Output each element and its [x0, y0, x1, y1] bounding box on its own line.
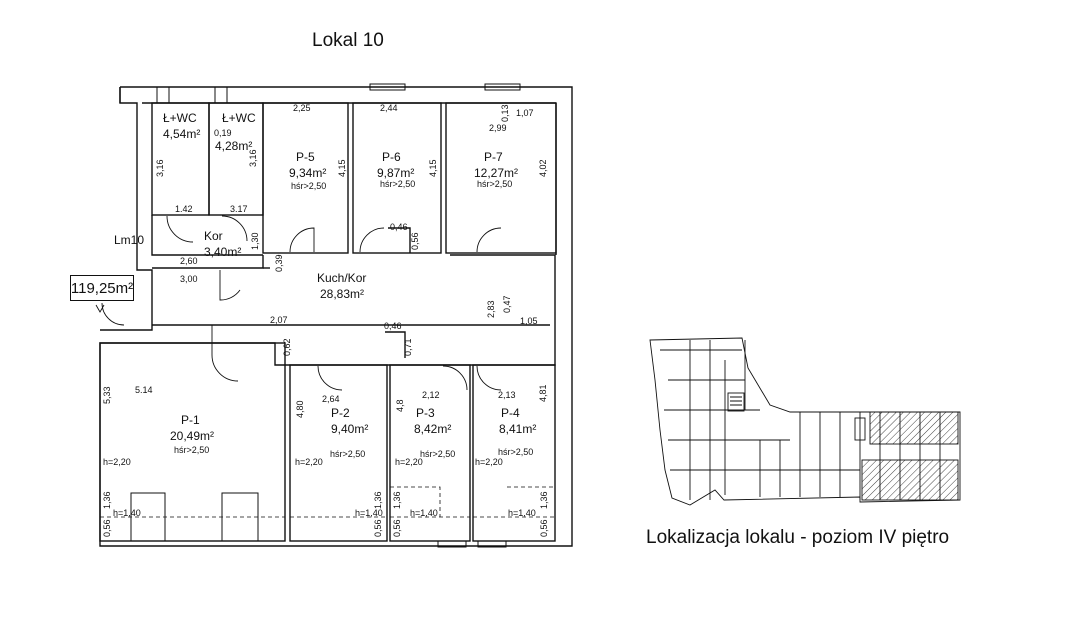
- room-height: hśr>2,50: [174, 445, 209, 455]
- dimensions-vertical: 3,16 3,16 4,15 4,15 4,02 0,13 1,30 0,39 …: [102, 104, 549, 537]
- dim-label: 1,36: [539, 491, 549, 509]
- dim-label: 2,60: [180, 256, 198, 266]
- room-name: P-3: [416, 406, 435, 420]
- room-area: 12,27m²: [474, 166, 518, 180]
- dim-label: 5,33: [102, 386, 112, 404]
- room-height: hśr>2,50: [477, 179, 512, 189]
- height-lines: [100, 486, 555, 518]
- dim-label: 1,36: [102, 491, 112, 509]
- dim-label: 4,02: [538, 159, 548, 177]
- room-name: P-5: [296, 150, 315, 164]
- dim-label: 1.42: [175, 204, 193, 214]
- dim-label: 2,25: [293, 103, 311, 113]
- room-name: P-1: [181, 413, 200, 427]
- dim-label: 0,71: [403, 338, 413, 356]
- room-height: hśr>2,50: [498, 447, 533, 457]
- height-note: h=1,40: [113, 508, 141, 518]
- walls: [99, 86, 573, 547]
- plan-title: Lokal 10: [312, 30, 384, 51]
- dim-label: 0,47: [502, 295, 512, 313]
- height-note: h=2,20: [295, 457, 323, 467]
- dim-label: 0,39: [274, 254, 284, 272]
- room-height: hśr>2,50: [330, 449, 365, 459]
- dim-label: 2,44: [380, 103, 398, 113]
- dim-label: 3,00: [180, 274, 198, 284]
- location-caption: Lokalizacja lokalu - poziom IV piętro: [646, 527, 950, 548]
- height-note: h=2,20: [475, 457, 503, 467]
- height-note: h=1,40: [410, 508, 438, 518]
- dim-label: 2,13: [498, 390, 516, 400]
- room-name: Ł+WC: [163, 111, 197, 125]
- room-name: P-6: [382, 150, 401, 164]
- dim-label: 4,15: [337, 159, 347, 177]
- unit-location-highlight: [861, 411, 959, 501]
- room-area: 28,83m²: [320, 287, 364, 301]
- unit-area-box: 119,25m²: [70, 275, 134, 301]
- height-note: h=1,40: [355, 508, 383, 518]
- height-note: h=2,20: [395, 457, 423, 467]
- dim-label: 4,81: [538, 384, 548, 402]
- dim-label: 2,83: [486, 300, 496, 318]
- dim-label: 2,07: [270, 315, 288, 325]
- location-map: [649, 337, 961, 506]
- room-height: hśr>2,50: [380, 179, 415, 189]
- dim-label: 0,56: [392, 519, 402, 537]
- dim-label: 1,07: [516, 108, 534, 118]
- dim-label: 1,36: [373, 491, 383, 509]
- height-note: h=1,40: [508, 508, 536, 518]
- dim-label: 4,15: [428, 159, 438, 177]
- room-area: 8,41m²: [499, 422, 536, 436]
- dim-label: 2,64: [322, 394, 340, 404]
- dim-label: 0,46: [384, 321, 402, 331]
- room-name: P-4: [501, 406, 520, 420]
- room-area: 9,87m²: [377, 166, 414, 180]
- room-name: Kuch/Kor: [317, 271, 366, 285]
- room-name: P-7: [484, 150, 503, 164]
- dim-label: 0,13: [500, 104, 510, 122]
- dim-label: 1,05: [520, 316, 538, 326]
- unit-label: Lm10: [114, 233, 144, 247]
- room-area: 4,28m²: [215, 139, 252, 153]
- height-notes: h=2,20 h=2,20 h=2,20 h=2,20 h=1,40 h=1,4…: [103, 457, 536, 518]
- room-height: hśr>2,50: [291, 181, 326, 191]
- dim-label: 2,99: [489, 123, 507, 133]
- room-area: 9,40m²: [331, 422, 368, 436]
- dim-label: 1,36: [392, 491, 402, 509]
- room-name: Kor: [204, 229, 223, 243]
- dim-label: 0,62: [282, 338, 292, 356]
- dim-label: 4,80: [295, 400, 305, 418]
- room-name: Ł+WC: [222, 111, 256, 125]
- dim-label: 0,56: [410, 232, 420, 250]
- room-area: 9,34m²: [289, 166, 326, 180]
- dim-label: 0,56: [102, 519, 112, 537]
- dimensions-horizontal: 2,25 2,44 1,07 2,99 1.42 3.17 2,60 3,00 …: [135, 103, 538, 404]
- room-area: 3,40m²: [204, 245, 241, 259]
- room-height: hśr>2,50: [420, 449, 455, 459]
- dim-label: 0,56: [373, 519, 383, 537]
- windows: [156, 83, 521, 548]
- dim-label: 4,8: [395, 399, 405, 412]
- radiators: [130, 492, 259, 542]
- dim-label: 3,16: [248, 149, 258, 167]
- room-area: 8,42m²: [414, 422, 451, 436]
- dim-label: 5.14: [135, 385, 153, 395]
- dim-label: 2,12: [422, 390, 440, 400]
- room-name: P-2: [331, 406, 350, 420]
- dim-label: 3.17: [230, 204, 248, 214]
- dim-label: 0,19: [214, 128, 232, 138]
- dim-label: 3,16: [155, 159, 165, 177]
- room-area: 20,49m²: [170, 429, 214, 443]
- room-labels: Ł+WC 4,54m² Ł+WC 4,28m² P-5 9,34m² hśr>2…: [114, 111, 536, 459]
- room-area: 4,54m²: [163, 127, 200, 141]
- height-note: h=2,20: [103, 457, 131, 467]
- doors: [95, 215, 502, 391]
- dim-label: 0,56: [539, 519, 549, 537]
- dim-label: 0,46: [390, 222, 408, 232]
- dim-label: 1,30: [250, 232, 260, 250]
